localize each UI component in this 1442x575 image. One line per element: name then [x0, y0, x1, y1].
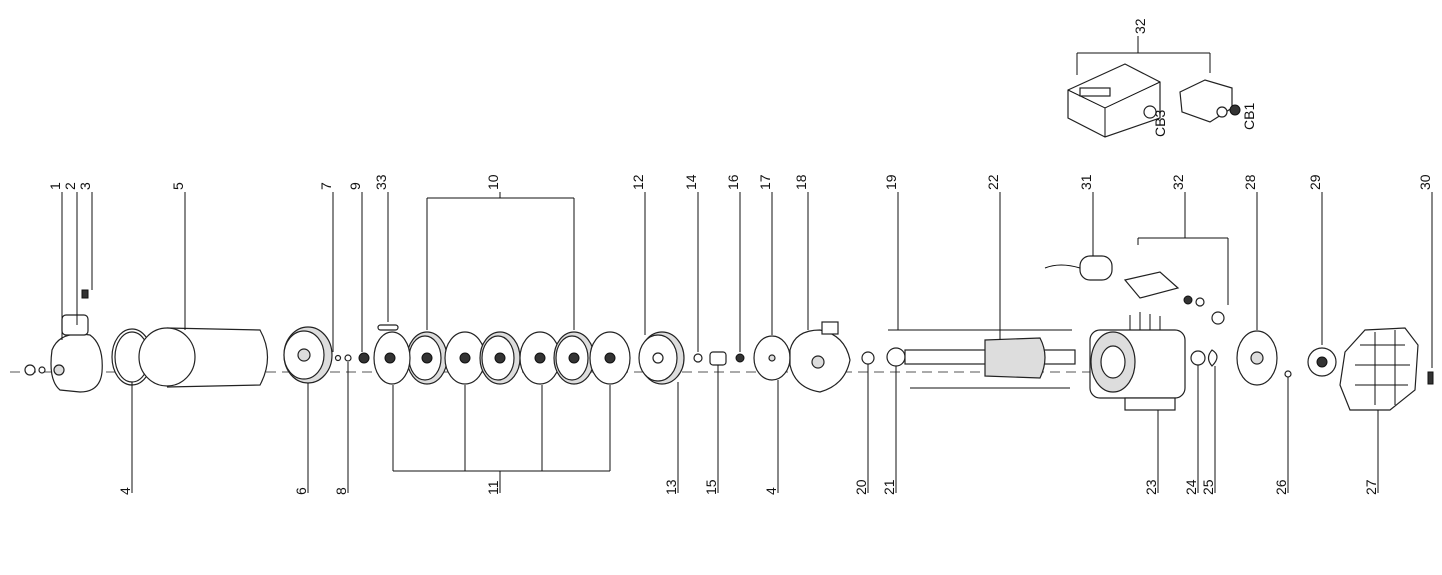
callout-label-bottom: 6: [293, 487, 309, 495]
callout-label-bottom: 21: [881, 479, 897, 495]
callout-label-top: 10: [485, 174, 501, 190]
control-box-cb3: [1067, 63, 1161, 138]
callout-label-top: 18: [793, 174, 809, 190]
callout-label-top: 7: [318, 182, 334, 190]
washer-part: [344, 354, 352, 362]
stage-hub: [494, 352, 506, 364]
callout-label-top: 3: [77, 182, 93, 190]
callout-label-bottom: 27: [1363, 479, 1379, 495]
callout-label-bottom: 4: [763, 487, 779, 495]
bush-part: [358, 352, 370, 364]
callout-label-bottom: 20: [853, 479, 869, 495]
parts-drawing: 32 CB3 CB1: [10, 18, 1434, 472]
seal-part: [861, 351, 875, 365]
callout-label-top: 32: [1170, 174, 1186, 190]
callout-label-top: 12: [630, 174, 646, 190]
callout-label-top: 2: [62, 182, 78, 190]
callout-label-top: 16: [725, 174, 741, 190]
fan-cover-part: [1339, 327, 1419, 411]
callout-label-bottom: 26: [1273, 479, 1289, 495]
clip-part: [1284, 370, 1292, 378]
spacer-part: [693, 353, 703, 363]
callout-label-top: 9: [347, 182, 363, 190]
callout-label-bottom: 11: [485, 480, 501, 495]
callout-label-top: 1: [47, 182, 63, 190]
rotor-shaft-part: [888, 329, 1076, 389]
seal-ring-part: [377, 324, 399, 331]
capacitor-part: [1044, 255, 1113, 281]
callout-label-top: 19: [883, 174, 899, 190]
callout-label-top: 28: [1242, 174, 1258, 190]
callout-label-top: 29: [1307, 174, 1323, 190]
diffuser-plate-part: [283, 326, 333, 384]
cover-plate-hub: [768, 354, 776, 362]
label-cb3: CB3: [1152, 110, 1168, 137]
stage-hub: [568, 352, 580, 364]
callout-label-top: 31: [1078, 174, 1094, 190]
stage-hub: [384, 352, 396, 364]
last-stage-part: [638, 331, 685, 385]
impeller-stages: [373, 331, 631, 385]
bearing-part: [886, 347, 906, 367]
stage-hub: [534, 352, 546, 364]
callout-label-bottom: 4: [117, 487, 133, 495]
stage-hub: [459, 352, 471, 364]
pump-body-part: [789, 321, 851, 393]
sleeve-bush-part: [709, 351, 727, 366]
callout-label-top: 30: [1417, 174, 1433, 190]
callout-label-top: 5: [170, 182, 186, 190]
callout-label-top: 17: [757, 174, 773, 190]
callout-label-top: 33: [373, 174, 389, 190]
callout-label-top: 14: [683, 174, 699, 190]
callout-label-bottom: 15: [703, 479, 719, 495]
nut-part: [735, 353, 745, 363]
control-box-cb1: [1179, 79, 1241, 123]
label-cb1: CB1: [1241, 103, 1257, 130]
fan-part: [1307, 347, 1337, 377]
callout-label-bottom: 25: [1200, 479, 1216, 495]
screw-30-part: [1427, 371, 1434, 385]
bracket-leader-11: [392, 385, 611, 472]
sleeve-part: [138, 327, 269, 388]
stage-hub: [604, 352, 616, 364]
callout-label-bottom: 23: [1143, 479, 1159, 495]
leader-32-top: [1076, 36, 1211, 75]
callout-label-bottom: 8: [333, 487, 349, 495]
stage-hub: [421, 352, 433, 364]
callout-label-top: 22: [985, 174, 1001, 190]
wave-spring-part: [1207, 349, 1218, 367]
callout-label-bottom: 24: [1183, 479, 1199, 495]
bearing-2-part: [1190, 350, 1206, 366]
motor-part: [1089, 312, 1186, 411]
callout-label-bottom: 13: [663, 479, 679, 495]
label-32-top: 32: [1132, 18, 1148, 34]
terminal-box-part: [1123, 271, 1225, 325]
motor-endshield-part: [1236, 330, 1278, 386]
pump-head-part: [24, 289, 103, 393]
screw-part: [334, 354, 342, 362]
